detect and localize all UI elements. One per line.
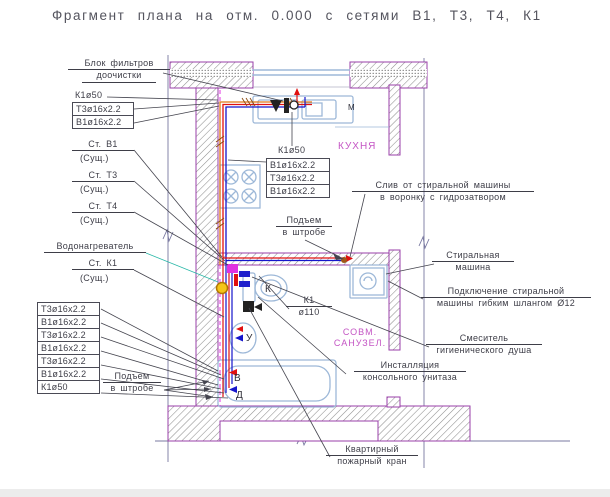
wall-pier-top bbox=[388, 84, 401, 156]
pipe-stack-bottom-left: Т3ø16х2.2 В1ø16х2.2 Т3ø16х2.2 В1ø16х2.2 … bbox=[37, 302, 100, 394]
washbasin bbox=[229, 322, 257, 354]
wall-partition bbox=[217, 252, 390, 266]
pipe-size: К1ø50 bbox=[37, 380, 100, 394]
label-toilet-installation: Инсталляция консольного унитаза bbox=[344, 360, 476, 384]
leader-lines bbox=[100, 72, 435, 458]
label-hygienic-mixer: Смеситель гигиенического душа bbox=[426, 333, 542, 357]
devices bbox=[215, 98, 299, 312]
label-washer-connection: Подключение стиральной машины гибким шла… bbox=[421, 286, 591, 310]
filter-block-icon bbox=[270, 98, 299, 113]
pipe-size: В1ø16х2.2 bbox=[37, 367, 100, 381]
pipe-size: Т3ø16х2.2 bbox=[37, 354, 100, 368]
label-filter-block: Блок фильтров доочистки bbox=[68, 58, 170, 83]
label-k1-50-center: К1ø50 bbox=[278, 145, 306, 155]
label-existing: (Сущ.) bbox=[80, 153, 109, 163]
bath-letter: В bbox=[234, 373, 241, 384]
pipe-size: Т3ø16х2.2 bbox=[266, 171, 330, 185]
toilet-letter: К bbox=[265, 284, 271, 295]
label-riser-t4: Ст. Т4 bbox=[72, 201, 134, 214]
label-riser-k1: Ст. К1 bbox=[72, 258, 134, 271]
pipe-size: В1ø16х2.2 bbox=[37, 315, 100, 329]
wall-niche bbox=[219, 420, 379, 442]
break-symbol bbox=[162, 228, 174, 243]
label-fire-valve: Квартирный пожарный кран bbox=[326, 444, 418, 468]
faucet-letter: М bbox=[348, 103, 355, 112]
label-existing: (Сущ.) bbox=[80, 184, 109, 194]
label-existing: (Сущ.) bbox=[80, 215, 109, 225]
pipe-b1 bbox=[225, 106, 305, 265]
window bbox=[252, 69, 350, 88]
pipe-size: В1ø16х2.2 bbox=[266, 184, 330, 198]
walls bbox=[167, 61, 471, 442]
room-label-kitchen: КУХНЯ bbox=[338, 141, 377, 152]
pipe-t3 bbox=[222, 103, 312, 265]
pipe-stack-top-left: Т3ø16х2.2 В1ø16х2.2 bbox=[72, 102, 134, 129]
fixture-letters: К У В Д М bbox=[234, 103, 355, 401]
drawing-title: Фрагмент плана на отм. 0.000 с сетями В1… bbox=[52, 8, 542, 23]
pipe-size: Т3ø16х2.2 bbox=[72, 102, 134, 116]
label-k1-50-left: К1ø50 bbox=[75, 90, 103, 100]
pipe-size: Т3ø16х2.2 bbox=[37, 302, 100, 316]
washing-machine bbox=[349, 264, 388, 299]
manifold-icon bbox=[227, 264, 238, 273]
label-k1-110: К1 ø110 bbox=[286, 295, 332, 319]
water-heater-icon bbox=[215, 281, 229, 295]
kitchen-sink bbox=[252, 95, 354, 124]
shower-letter: Д bbox=[236, 390, 243, 401]
bottom-edge-bar bbox=[0, 489, 610, 497]
label-existing: (Сущ.) bbox=[80, 273, 109, 283]
label-washing-machine: Стиральная машина bbox=[432, 250, 514, 274]
label-rise-in-chase-center: Подъем в штробе bbox=[276, 215, 332, 239]
fixtures bbox=[217, 95, 389, 408]
pipe-t4 bbox=[219, 101, 312, 265]
label-washer-drain: Слив от стиральной машины в воронку с ги… bbox=[352, 180, 534, 204]
label-riser-t3: Ст. Т3 bbox=[72, 170, 134, 183]
washbasin-letter: У bbox=[246, 333, 253, 344]
pipe-size: В1ø16х2.2 bbox=[37, 341, 100, 355]
pipe-stack-center: В1ø16х2.2 Т3ø16х2.2 В1ø16х2.2 bbox=[266, 158, 330, 198]
pipe-size: В1ø16х2.2 bbox=[72, 115, 134, 129]
heater-leader bbox=[145, 252, 219, 283]
room-label-bathroom: СОВМ. САНУЗЕЛ. bbox=[333, 327, 387, 349]
break-symbol bbox=[418, 235, 430, 250]
fire-valve-icon bbox=[243, 301, 262, 312]
label-rise-in-chase-left: Подъем в штробе bbox=[103, 371, 161, 395]
label-riser-v1: Ст. В1 bbox=[72, 139, 134, 152]
wall-pier-bottom bbox=[388, 249, 401, 351]
pipe-size: В1ø16х2.2 bbox=[266, 158, 330, 172]
pipe-size: Т3ø16х2.2 bbox=[37, 328, 100, 342]
label-water-heater: Водонагреватель bbox=[44, 241, 146, 254]
